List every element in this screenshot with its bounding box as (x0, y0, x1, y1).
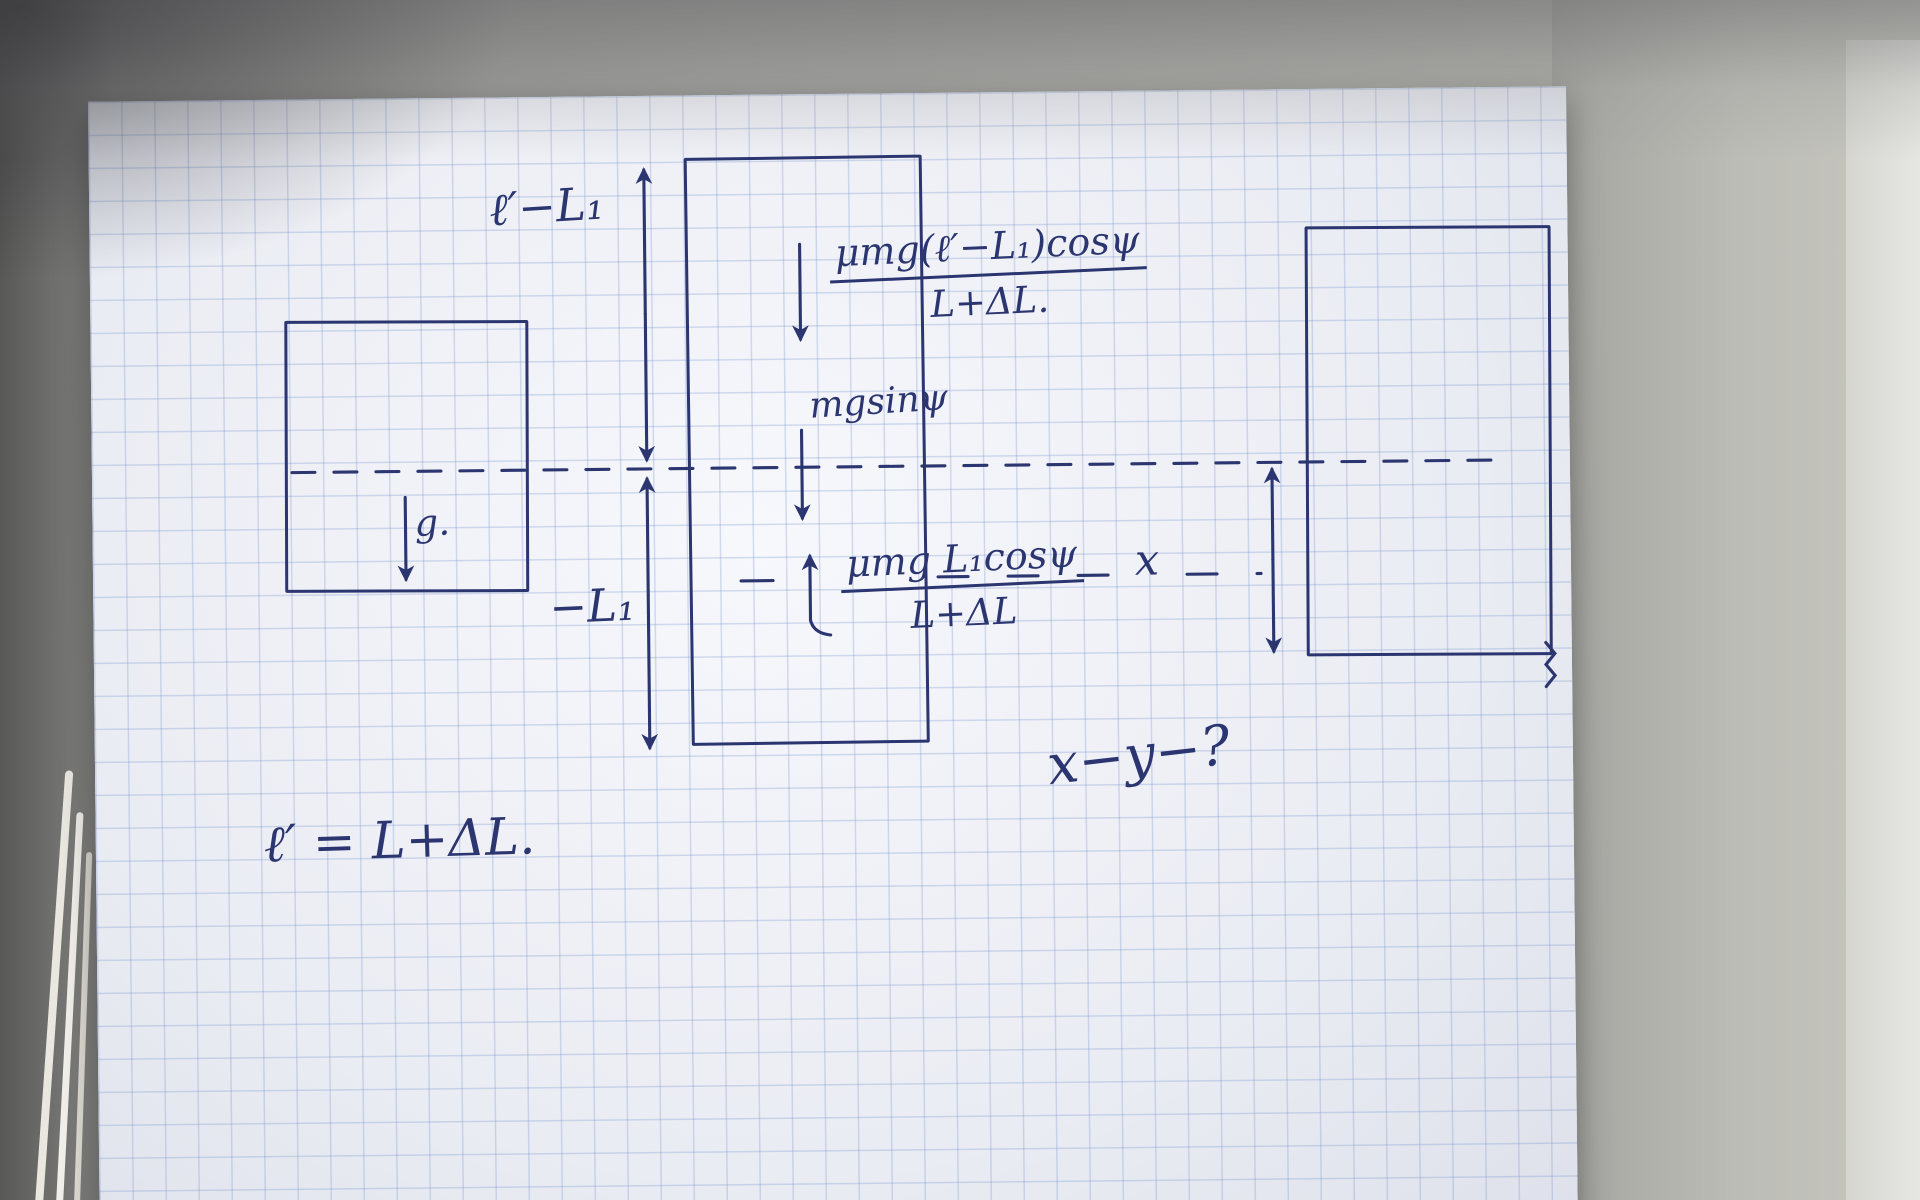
adjacent-page-edge (1846, 40, 1920, 1200)
ink-arrows-layer (290, 167, 1558, 751)
friction-lower-formula: μmg L₁cosψ L+ΔL (839, 531, 1086, 640)
lower-extension-arrow (641, 611, 659, 751)
friction-upper-arrow (792, 242, 809, 343)
lower-extension-label: −L₁ (548, 577, 637, 635)
weight-component-label: mgsinψ (808, 377, 949, 427)
x-distance-arrow (1265, 557, 1283, 655)
gravity-arrow (397, 495, 415, 583)
graph-paper-page: ℓ′−L₁ μmg(ℓ′−L₁)cosψ L+ΔL. mgsinψ μmg L₁… (88, 86, 1579, 1200)
friction-upper-formula: μmg(ℓ′−L₁)cosψ L+ΔL. (827, 217, 1149, 330)
lower-extension-arrow (638, 476, 656, 615)
dashed-x-line-left (936, 573, 1130, 579)
upper-extension-arrow (635, 167, 653, 316)
x-distance-arrow (1263, 466, 1281, 561)
x-distance-label: x (1134, 535, 1160, 586)
edge-squiggle (1544, 640, 1558, 689)
weight-component-arrow (793, 428, 811, 522)
dashed-centerline (290, 458, 1502, 475)
gravity-label: g. (413, 500, 451, 545)
friction-lower-arrow-tail (808, 618, 833, 637)
upper-extension-label: ℓ′−L₁ (487, 176, 606, 237)
dashed-x-line-right (1185, 571, 1263, 576)
final-equation-label: ℓ′ = L+ΔL. (262, 807, 537, 875)
friction-lower-arrow (801, 553, 819, 622)
upper-extension-arrow (638, 312, 656, 463)
